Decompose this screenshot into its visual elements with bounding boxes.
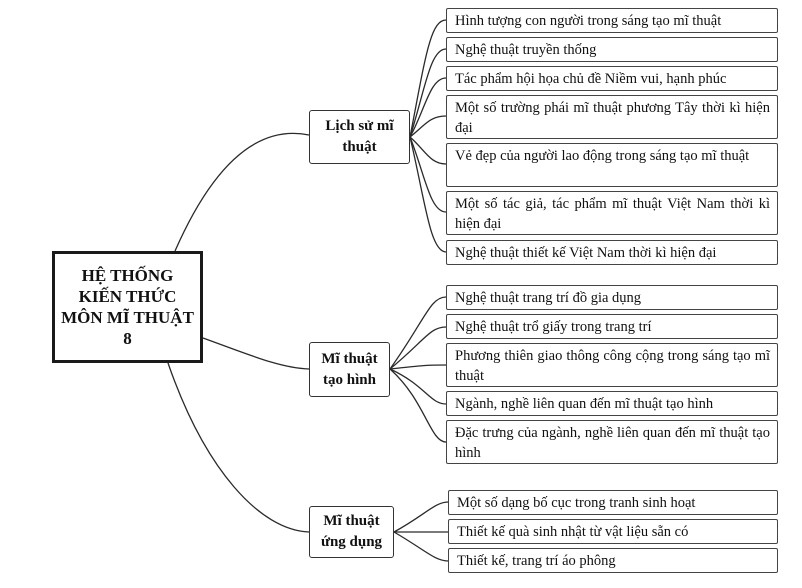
leaf-text: Một số tác giả, tác phẩm mĩ thuật Việt N… [455,196,770,232]
leaf-item: Nghệ thuật trổ giấy trong trang trí [446,314,778,339]
category-mi-thuat-ung-dung: Mĩ thuật ứng dụng [309,506,394,558]
category-label: Lịch sử mĩ thuật [325,118,394,155]
leaf-text: Tác phẩm hội họa chủ đề Niềm vui, hạnh p… [455,70,727,87]
leaf-text: Nghệ thuật truyền thống [455,41,597,58]
leaf-text: Ngành, nghề liên quan đến mĩ thuật tạo h… [455,395,714,412]
leaf-text: Một số trường phái mĩ thuật phương Tây t… [455,100,770,136]
leaf-item: Nghệ thuật truyền thống [446,37,778,62]
leaf-item: Nghệ thuật trang trí đồ gia dụng [446,285,778,310]
leaf-text: Phương thiên giao thông công cộng trong … [455,348,770,384]
leaf-item: Phương thiên giao thông công cộng trong … [446,343,778,387]
leaf-item: Đặc trưng của ngành, nghề liên quan đến … [446,420,778,464]
leaf-text: Nghệ thuật trổ giấy trong trang trí [455,318,652,335]
category-mi-thuat-tao-hinh: Mĩ thuật tạo hình [309,342,390,397]
leaf-text: Một số dạng bố cục trong tranh sinh hoạt [457,494,696,511]
leaf-text: Nghệ thuật trang trí đồ gia dụng [455,289,642,306]
category-lich-su-mi-thuat: Lịch sử mĩ thuật [309,110,410,164]
leaf-item: Một số tác giả, tác phẩm mĩ thuật Việt N… [446,191,778,235]
leaf-text: Nghệ thuật thiết kế Việt Nam thời kì hiệ… [455,244,717,261]
category-label: Mĩ thuật ứng dụng [320,513,383,550]
root-label: HỆ THỐNG KIẾN THỨC MÔN MĨ THUẬT 8 [61,266,194,348]
leaf-item: Một số trường phái mĩ thuật phương Tây t… [446,95,778,139]
leaf-item: Tác phẩm hội họa chủ đề Niềm vui, hạnh p… [446,66,778,91]
leaf-text: Thiết kế, trang trí áo phông [457,552,616,569]
connector-root-to-tao-hinh [202,337,310,370]
leaf-item: Vẻ đẹp của người lao động trong sáng tạo… [446,143,778,187]
leaf-item: Hình tượng con người trong sáng tạo mĩ t… [446,8,778,33]
leaf-text: Thiết kế quà sinh nhật từ vật liệu sẵn c… [457,523,689,540]
category-label: Mĩ thuật tạo hình [321,350,378,388]
connector-root-to-lich-su [174,132,310,252]
leaf-item: Ngành, nghề liên quan đến mĩ thuật tạo h… [446,391,778,416]
leaf-text: Đặc trưng của ngành, nghề liên quan đến … [455,425,770,461]
leaf-item: Nghệ thuật thiết kế Việt Nam thời kì hiệ… [446,240,778,265]
leaf-item: Thiết kế, trang trí áo phông [448,548,778,573]
root-node: HỆ THỐNG KIẾN THỨC MÔN MĨ THUẬT 8 [52,251,203,363]
leaf-item: Thiết kế quà sinh nhật từ vật liệu sẵn c… [448,519,778,544]
leaf-text: Vẻ đẹp của người lao động trong sáng tạo… [455,148,750,164]
leaf-text: Hình tượng con người trong sáng tạo mĩ t… [455,12,722,29]
leaf-item: Một số dạng bố cục trong tranh sinh hoạt [448,490,778,515]
connector-root-to-ung-dung [167,362,310,533]
